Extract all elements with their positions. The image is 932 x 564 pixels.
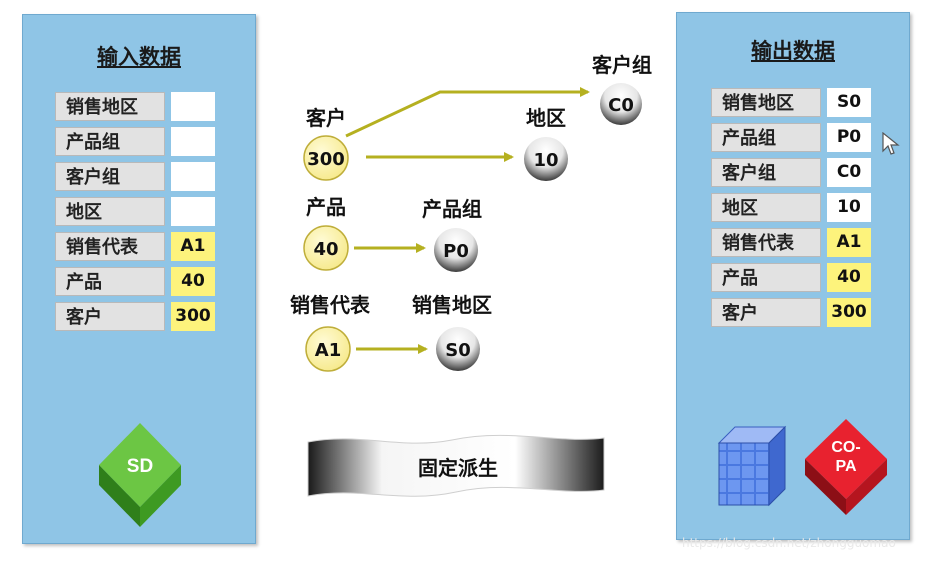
fixed-derivation-label: 固定派生 (378, 452, 538, 481)
customer-value: 300 (307, 149, 345, 170)
product-group-value: P0 (443, 241, 469, 262)
sales-region-value: S0 (445, 340, 471, 361)
product-group-label: 产品组 (422, 197, 482, 221)
region-label: 地区 (526, 106, 566, 130)
customer-group-value: C0 (608, 95, 634, 116)
customer-group-label: 客户组 (591, 53, 652, 77)
product-value: 40 (313, 239, 338, 260)
product-label: 产品 (306, 195, 346, 219)
sales-region-label: 销售地区 (412, 293, 492, 317)
region-value: 10 (533, 150, 558, 171)
watermark-text: https://blog.csdn.net/zhongguomao (682, 536, 896, 550)
sales-rep-value: A1 (315, 340, 341, 361)
sales-rep-label: 销售代表 (290, 293, 371, 317)
mouse-cursor-icon (882, 132, 900, 156)
customer-label: 客户 (305, 106, 346, 130)
